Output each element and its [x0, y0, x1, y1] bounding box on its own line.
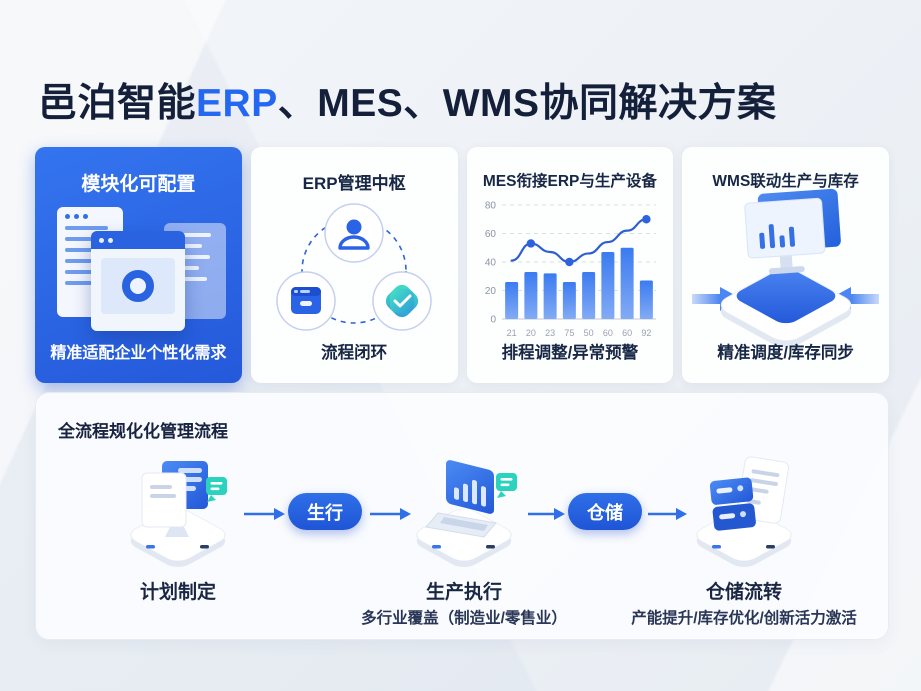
- pill-warehouse: 仓储: [568, 493, 642, 530]
- card-wms: WMS联动生产与库存: [682, 147, 889, 383]
- mes-bar-line-chart: 0 20 40 60 80 21 20 23 75 50 60 60 92: [485, 201, 656, 338]
- card-mes-title: MES衔接ERP与生产设备: [482, 173, 657, 190]
- erp-cycle-diagram: [276, 203, 432, 331]
- svg-text:50: 50: [583, 328, 593, 338]
- card-modular-title: 模块化可配置: [81, 174, 196, 195]
- svg-text:21: 21: [506, 328, 516, 338]
- svg-text:80: 80: [485, 201, 497, 212]
- flow-arrow-icon: [528, 508, 565, 520]
- chat-bubble-icon: [206, 477, 227, 502]
- step-label-warehouse: 仓储流转: [705, 582, 782, 603]
- title-highlight-erp: ERP: [196, 82, 278, 125]
- card-erp-hub: ERP管理中枢: [250, 147, 458, 383]
- svg-text:40: 40: [485, 258, 497, 269]
- card-wms-title: WMS联动生产与库存: [712, 173, 859, 190]
- feature-cards-row: 模块化可配置 精准适配企业个性化需求: [35, 147, 889, 383]
- user-node: [324, 203, 384, 263]
- production-laptop-icon: [416, 460, 517, 567]
- svg-text:75: 75: [564, 328, 574, 338]
- card-modular-config: 模块化可配置 精准适配企业个性化需求: [35, 147, 242, 383]
- svg-text:92: 92: [641, 328, 651, 338]
- card-wms-caption: 精准调度/库存同步: [717, 344, 854, 362]
- window-dots: [65, 214, 115, 219]
- step-label-plan: 计划制定: [139, 582, 216, 603]
- plan-monitor-icon: [130, 461, 227, 567]
- step-label-production: 生产执行: [425, 582, 502, 603]
- card-erp-title: ERP管理中枢: [302, 174, 406, 193]
- svg-text:20: 20: [526, 328, 536, 338]
- svg-text:23: 23: [545, 328, 555, 338]
- wms-monitor-scene: [682, 188, 889, 352]
- window-titlebar: [91, 231, 185, 249]
- module-window-icon: [291, 287, 322, 314]
- title-prefix: 邑泊智能: [38, 82, 197, 125]
- flow-arrow-icon: [648, 508, 687, 520]
- svg-text:0: 0: [490, 315, 496, 326]
- chat-bubble-icon: [496, 473, 517, 498]
- card-erp-caption: 流程闭环: [321, 344, 388, 362]
- shield-check-icon: [386, 284, 419, 318]
- svg-text:20: 20: [485, 286, 497, 297]
- module-node: [276, 271, 336, 331]
- person-icon: [338, 219, 370, 250]
- flow-arrow-icon: [244, 508, 285, 520]
- warehouse-stack-icon: [696, 456, 792, 567]
- step-sub-warehouse: 产能提升/库存优化/创新活力激活: [631, 610, 857, 627]
- title-suffix: 、MES、WMS协同解决方案: [277, 82, 777, 125]
- window-front: [91, 231, 185, 331]
- process-heading: 全流程规化化管理流程: [58, 422, 228, 441]
- svg-text:60: 60: [622, 328, 632, 338]
- card-modular-caption: 精准适配企业个性化需求: [50, 345, 227, 362]
- card-mes-caption: 排程调整/异常预警: [501, 344, 639, 362]
- page-title: 邑泊智能ERP、MES、WMS协同解决方案: [38, 72, 777, 128]
- quality-node: [372, 271, 432, 331]
- svg-text:60: 60: [485, 229, 497, 240]
- svg-text:60: 60: [603, 328, 613, 338]
- step-sub-production: 多行业覆盖（制造业/零售业）: [361, 610, 567, 627]
- flow-arrow-icon: [370, 508, 411, 520]
- process-panel: 全流程规化化管理流程: [35, 392, 889, 640]
- pill-production: 生行: [288, 493, 362, 530]
- record-ring-icon: [122, 270, 154, 302]
- window-stack-icon: [35, 201, 242, 351]
